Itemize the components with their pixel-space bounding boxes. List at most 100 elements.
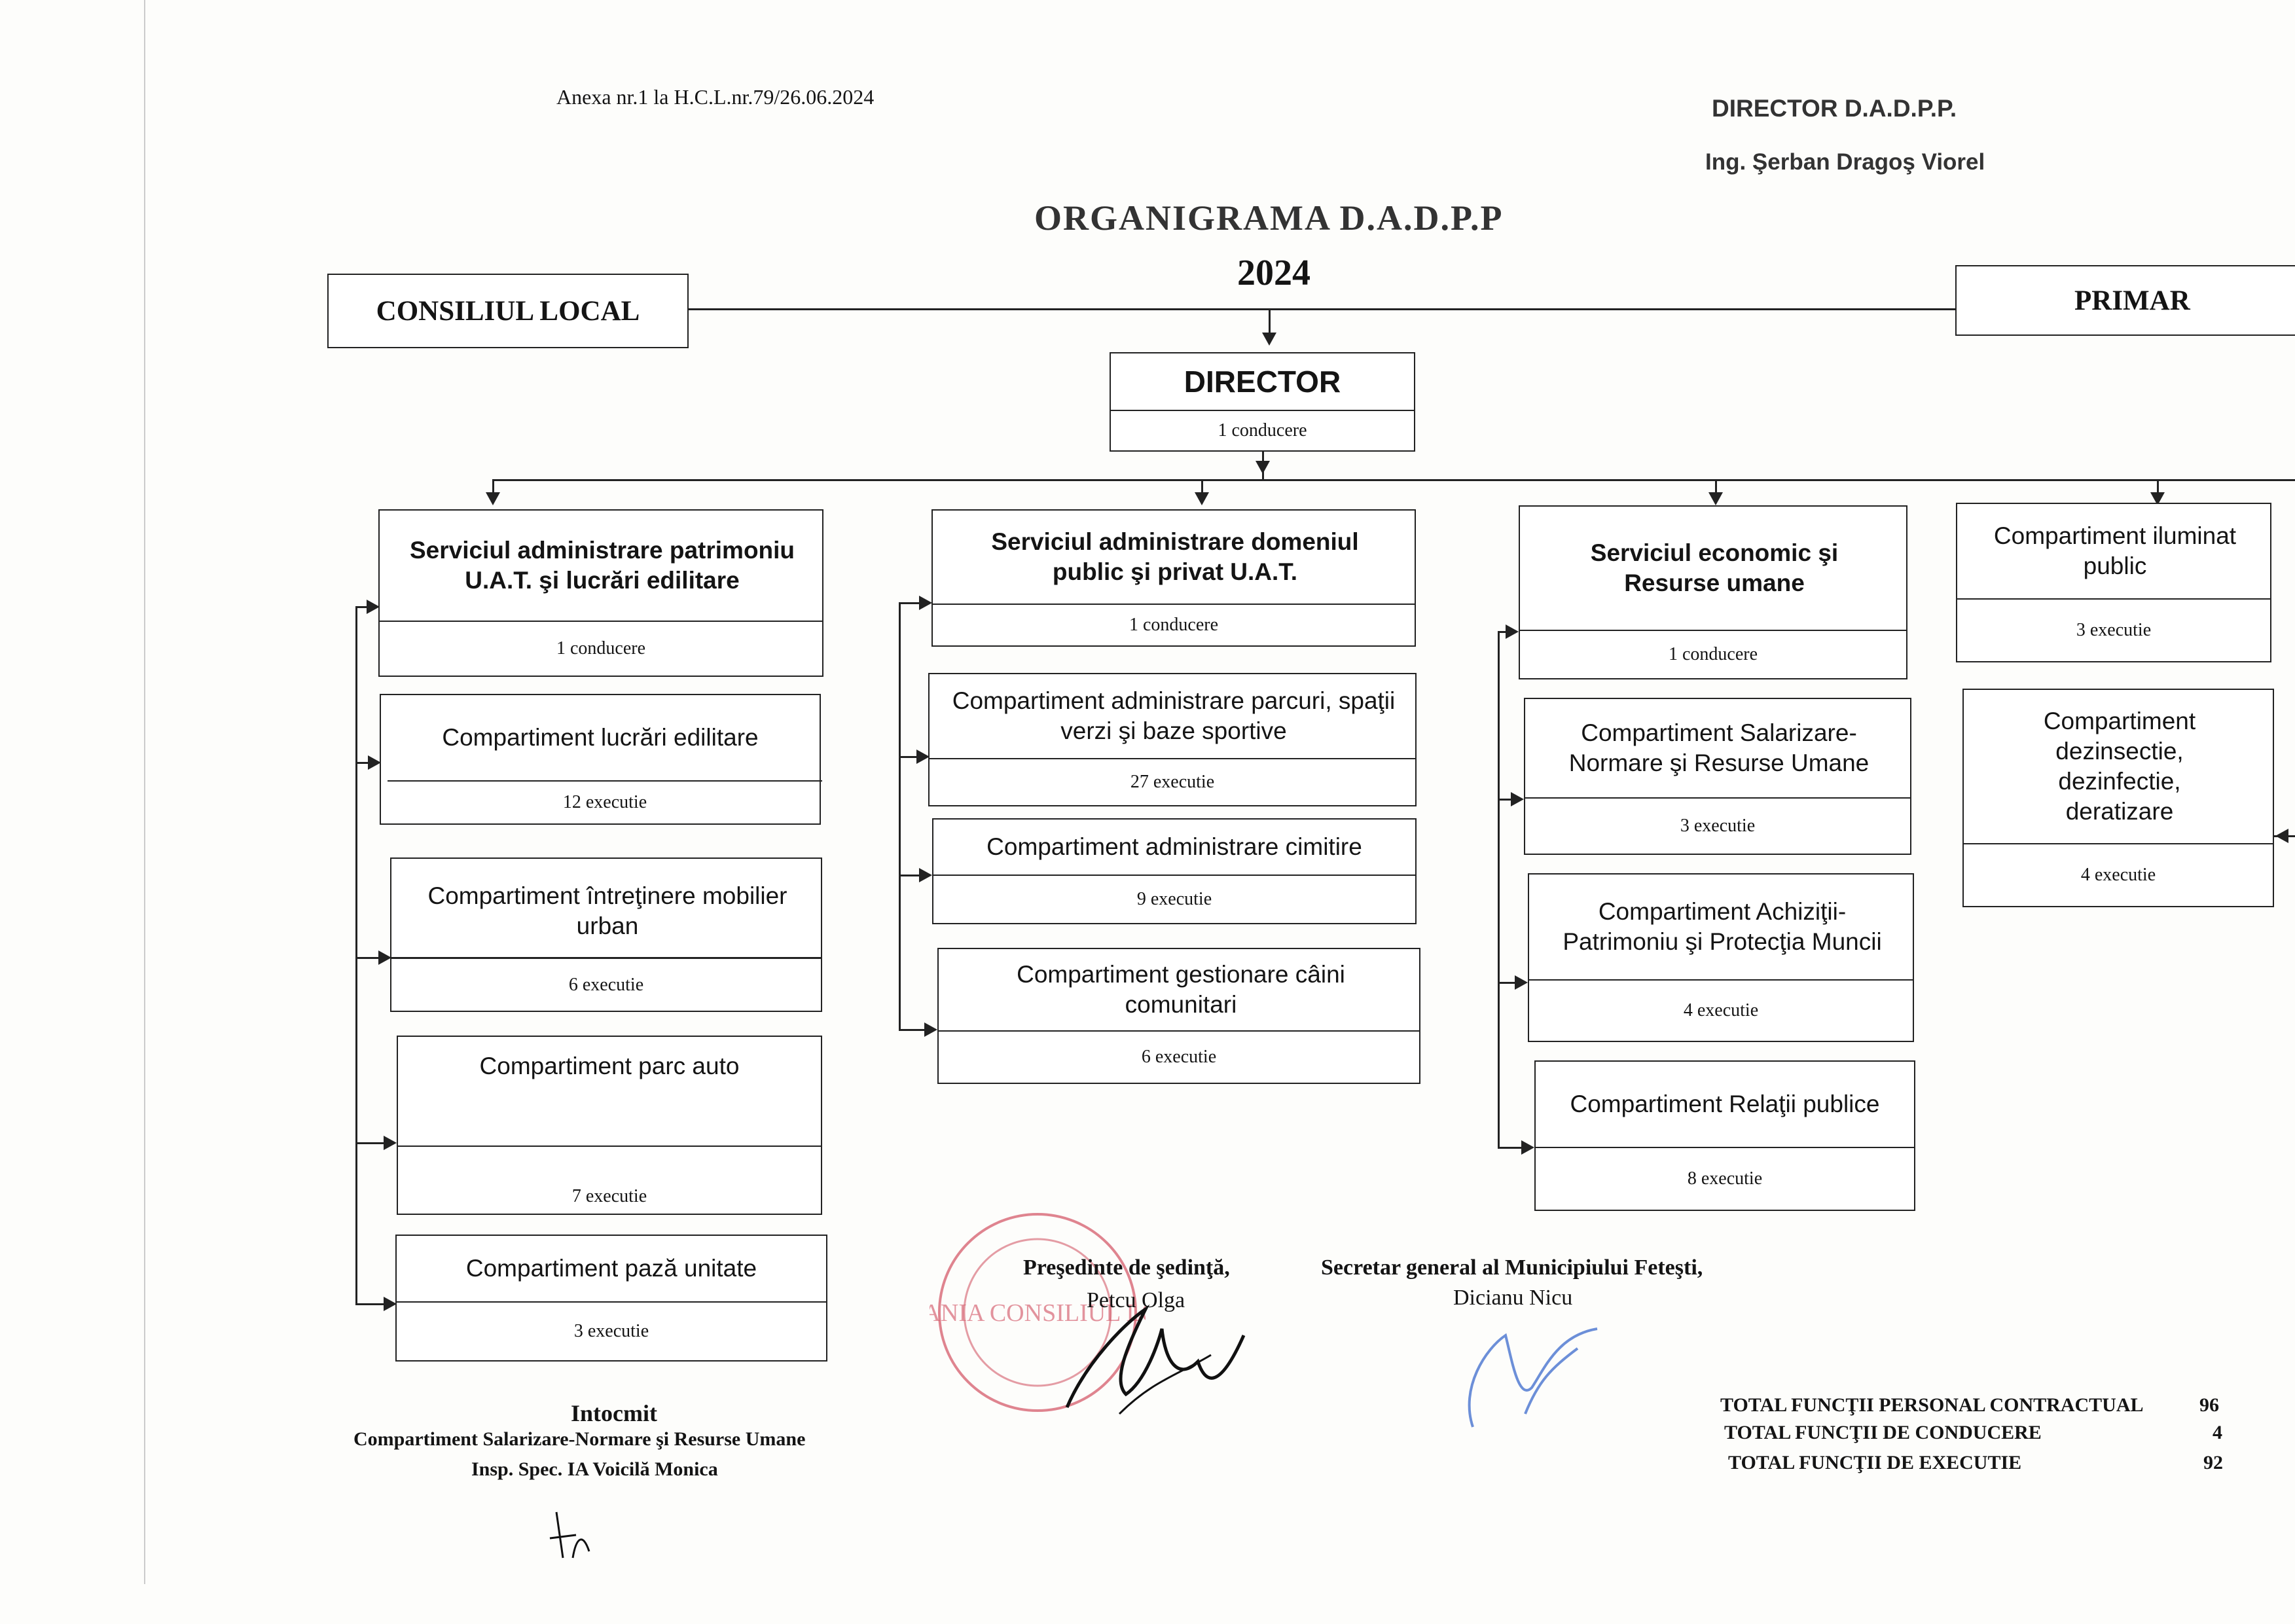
col1-unit-1-count: 6 executie — [391, 957, 821, 1011]
drop-col1 — [492, 479, 494, 492]
col2-arrow-unit-2 — [924, 1022, 937, 1037]
director-count: 1 conducere — [1218, 420, 1307, 441]
col2-unit-2: Compartiment gestionare câini comunitari… — [937, 948, 1420, 1084]
col3-link-unit-2 — [1498, 1147, 1523, 1149]
col2-unit-0: Compartiment administrare parcuri, spaţi… — [928, 673, 1417, 806]
col3-link-unit-0 — [1498, 799, 1512, 801]
arrow-col2 — [1195, 492, 1209, 505]
col1-service-count: 1 conducere — [380, 621, 822, 676]
arrow-to-director — [1262, 333, 1276, 346]
col2-link-unit-1 — [899, 875, 920, 876]
col2-unit-1-count: 9 executie — [933, 875, 1415, 923]
col3-arrow-unit-1 — [1515, 975, 1528, 990]
col1-arrow-unit-3 — [384, 1297, 397, 1311]
intocmit-signature — [549, 1511, 590, 1559]
col3-unit-2-name: Compartiment Relaţii publice — [1570, 1090, 1880, 1117]
col2-service-title: Serviciul administrare domeniul public ş… — [991, 528, 1359, 585]
col3-service-count: 1 conducere — [1520, 630, 1906, 678]
secretar-name: Dicianu Nicu — [1453, 1286, 1573, 1310]
col2-arrow-unit-1 — [919, 868, 932, 882]
col2-unit-2-count: 6 executie — [939, 1030, 1419, 1083]
col1-unit-3: Compartiment pază unitate 3 executie — [395, 1235, 827, 1362]
col3-unit-1: Compartiment Achiziţii-Patrimoniu şi Pro… — [1528, 873, 1914, 1042]
col3-service-title: Serviciul economic şi Resurse umane — [1590, 539, 1839, 596]
col1-unit-1: Compartiment întreţinere mobilier urban … — [390, 857, 822, 1012]
col2-link-unit-0 — [899, 756, 917, 758]
director-title: DIRECTOR D.A.D.P.P. — [1712, 95, 1957, 122]
presedinte-label: Preşedinte de şedinţă, — [1023, 1255, 1230, 1280]
drop-col4 — [2157, 479, 2159, 492]
col1-unit-2-name: Compartiment parc auto — [479, 1052, 740, 1079]
col3-bracket-vertical — [1498, 631, 1500, 1147]
col1-unit-1-name: Compartiment întreţinere mobilier urban — [427, 882, 787, 939]
col1-unit-3-count: 3 executie — [397, 1301, 826, 1360]
col2-unit-1: Compartiment administrare cimitire 9 exe… — [932, 818, 1417, 924]
connector-main-bus — [492, 479, 2295, 481]
consiliu-local-label: CONSILIUL LOCAL — [376, 295, 640, 327]
col3-unit-2: Compartiment Relaţii publice 8 executie — [1534, 1060, 1915, 1211]
col3-service-box: Serviciul economic şi Resurse umane 1 co… — [1519, 505, 1907, 679]
consiliu-local-box: CONSILIUL LOCAL — [327, 274, 689, 348]
arrow-col4 — [2150, 492, 2165, 505]
col1-link-unit-2 — [355, 1142, 384, 1144]
col1-link-unit-3 — [355, 1303, 384, 1305]
col1-arrow-service — [367, 600, 380, 614]
page-title: ORGANIGRAMA D.A.D.P.P — [1034, 198, 1504, 238]
col4-unit-1-count: 4 executie — [1964, 843, 2273, 906]
col2-arrow-unit-0 — [916, 749, 930, 764]
col2-unit-2-name: Compartiment gestionare câini comunitari — [1017, 960, 1345, 1018]
intocmit-label: Intocmit — [571, 1400, 657, 1426]
col2-service-count: 1 conducere — [933, 604, 1415, 645]
col1-unit-2: Compartiment parc auto 7 executie — [397, 1036, 822, 1215]
col4-unit-0-count: 3 executie — [1957, 598, 2270, 661]
col1-bracket-vertical — [355, 606, 357, 1303]
col4-unit-0: Compartiment iluminat public 3 executie — [1956, 503, 2271, 662]
col2-link-service — [899, 602, 920, 604]
total-executie-value: 92 — [2203, 1452, 2223, 1473]
intocmit-department: Compartiment Salarizare-Normare şi Resur… — [353, 1428, 806, 1450]
arrow-director-bus — [1256, 461, 1270, 474]
col1-link-service — [355, 606, 369, 608]
total-contractual-label: TOTAL FUNCŢII PERSONAL CONTRACTUAL — [1720, 1394, 2144, 1416]
page-margin-line — [144, 0, 145, 1584]
col3-link-unit-1 — [1498, 982, 1516, 984]
col2-unit-0-name: Compartiment administrare parcuri, spaţi… — [952, 687, 1396, 744]
col1-service-title: Serviciul administrare patrimoniu U.A.T.… — [409, 536, 795, 594]
col1-arrow-unit-2 — [384, 1136, 397, 1150]
presedinte-name: Petcu Olga — [1087, 1288, 1185, 1312]
total-conducere-value: 4 — [2213, 1422, 2222, 1443]
intocmit-name: Insp. Spec. IA Voicilă Monica — [471, 1458, 718, 1480]
col2-unit-0-count: 27 executie — [930, 758, 1415, 805]
col2-bracket-vertical — [899, 602, 901, 1029]
col4-unit-1: Compartiment dezinsectie, dezinfectie, d… — [1962, 689, 2274, 907]
total-contractual-value: 96 — [2199, 1394, 2219, 1416]
col3-unit-0-name: Compartiment Salarizare-Normare şi Resur… — [1568, 719, 1870, 776]
col3-unit-2-count: 8 executie — [1536, 1147, 1914, 1210]
col3-unit-1-name: Compartiment Achiziţii-Patrimoniu şi Pro… — [1563, 897, 1882, 955]
col4-unit-0-name: Compartiment iluminat public — [1993, 522, 2237, 579]
total-conducere-label: TOTAL FUNCŢII DE CONDUCERE — [1724, 1422, 2042, 1443]
col1-link-unit-1 — [355, 957, 379, 959]
col1-arrow-unit-0 — [368, 755, 381, 770]
col1-service-box: Serviciul administrare patrimoniu U.A.T.… — [378, 509, 823, 677]
col1-unit-0-name: Compartiment lucrări edilitare — [442, 723, 759, 751]
secretar-label: Secretar general al Municipiului Feteşti… — [1321, 1255, 1703, 1280]
primar-box: PRIMAR — [1955, 265, 2295, 336]
stamp-lettering: ROMANIA CONSILIUL LOCAL — [930, 1299, 1146, 1327]
director-box: DIRECTOR 1 conducere — [1110, 352, 1415, 452]
col2-arrow-service — [919, 596, 932, 610]
col2-link-unit-2 — [899, 1029, 925, 1031]
total-executie-label: TOTAL FUNCŢII DE EXECUTIE — [1728, 1452, 2022, 1473]
col3-arrow-unit-0 — [1511, 792, 1524, 806]
col4-arrow-right — [2275, 829, 2288, 843]
col1-arrow-unit-1 — [378, 950, 391, 965]
col1-link-unit-0 — [355, 762, 369, 764]
annex-reference: Anexa nr.1 la H.C.L.nr.79/26.06.2024 — [556, 85, 875, 109]
col3-arrow-service — [1506, 624, 1519, 639]
arrow-col1 — [486, 492, 500, 505]
director-label: DIRECTOR — [1111, 353, 1414, 411]
col3-unit-0: Compartiment Salarizare-Normare şi Resur… — [1524, 698, 1911, 855]
col1-unit-3-name: Compartiment pază unitate — [465, 1254, 757, 1282]
council-stamp: ROMANIA CONSILIUL LOCAL — [930, 1213, 1146, 1412]
primar-label: PRIMAR — [2074, 285, 2190, 316]
